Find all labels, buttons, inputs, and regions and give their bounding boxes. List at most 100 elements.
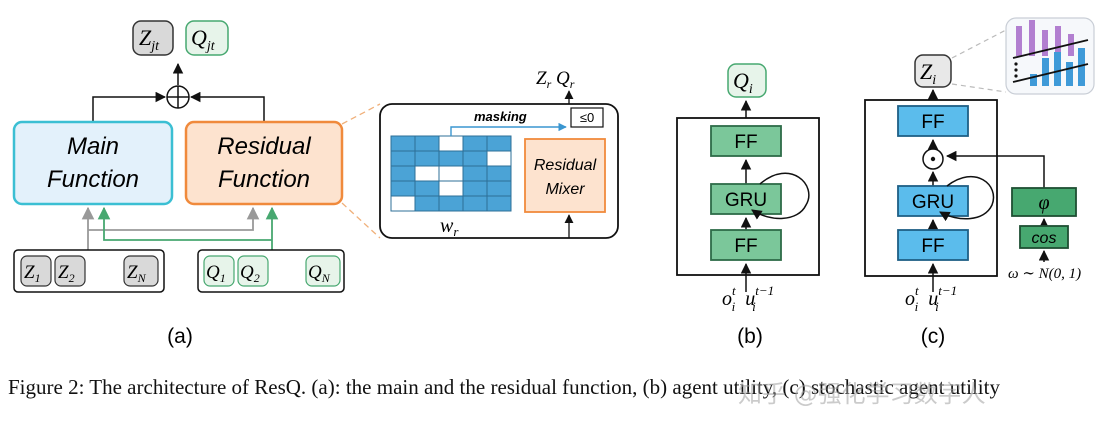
panel-a-label: (a): [167, 325, 193, 348]
watermark: 知乎 @强化学习数字人: [738, 380, 986, 408]
thumb-bar-blue: [1042, 58, 1049, 86]
figure-caption: Figure 2: The architecture of ResQ. (a):…: [8, 375, 1000, 399]
mask-cell: [414, 180, 440, 197]
mask-cell: [438, 180, 464, 197]
mask-cell: [438, 135, 464, 152]
ff-top-c: [897, 105, 969, 137]
mask-cell: [462, 135, 488, 152]
qjt-label: Qjt: [191, 25, 216, 54]
thumb-bar-purple: [1029, 20, 1035, 56]
thumb-bar-blue: [1054, 52, 1061, 86]
residual-mixer-line2: Mixer: [545, 181, 585, 198]
panel-c-label: (c): [921, 325, 946, 348]
thumb-bar-blue: [1066, 62, 1073, 86]
main-function-box: [12, 120, 174, 206]
mask-cell: [462, 150, 488, 167]
mask-cell: [486, 135, 512, 152]
wr-label: wr: [440, 215, 459, 239]
mask-cell: [462, 165, 488, 182]
residual-function-line2: Function: [218, 166, 310, 193]
thumb-bar-purple: [1055, 26, 1061, 56]
gru-c-recurrence: [939, 175, 995, 222]
zn-box: [123, 255, 159, 287]
thumb-bar-blue: [1078, 48, 1085, 86]
ff-bottom-c: [897, 229, 969, 261]
mask-cell: [438, 165, 464, 182]
masking-label: masking: [474, 109, 527, 124]
mask-cell: [390, 180, 416, 197]
svg-text:Q2: Q2: [240, 262, 260, 285]
residual-zoom-panel: wr masking ≤0 Residual Mixer Zr Qr: [379, 68, 619, 239]
architecture-figure: Zjt Qjt Main Function Residual Function …: [12, 17, 1095, 348]
residual-mixer-line1: Residual: [534, 157, 597, 174]
zi-box: [914, 54, 952, 88]
svg-text:ZN: ZN: [127, 262, 147, 285]
ff-bottom-c-label: FF: [921, 236, 944, 257]
odot-icon: [922, 148, 944, 170]
svg-text:Z2: Z2: [58, 262, 75, 285]
mask-cell: [486, 180, 512, 197]
qn-box: [305, 255, 341, 287]
mask-cell: [462, 195, 488, 212]
main-function-line1: Main: [67, 133, 119, 160]
cos-box: [1019, 225, 1069, 249]
residual-function-box: [184, 120, 344, 206]
svg-text:Z1: Z1: [24, 262, 41, 285]
panel-b-label: (b): [737, 325, 763, 348]
mask-cell: [414, 135, 440, 152]
mask-cell: [486, 195, 512, 212]
gru-b: [710, 183, 782, 215]
ff-top-c-label: FF: [921, 112, 944, 133]
phi-box: [1011, 187, 1077, 217]
ff-bottom-b-label: FF: [734, 236, 757, 257]
leq-zero-label: ≤0: [580, 110, 594, 125]
gru-c: [897, 185, 969, 217]
q1-box: [203, 255, 235, 287]
mask-cell: [390, 150, 416, 167]
distribution-thumbnail-icon: [1005, 17, 1095, 95]
qjt-box: [185, 20, 229, 56]
svg-text:Q1: Q1: [206, 262, 226, 285]
ff-bottom-b: [710, 229, 782, 261]
mask-cell: [390, 135, 416, 152]
mask-cell: [438, 150, 464, 167]
zjt-box: [132, 20, 174, 56]
panel-c: Zi FF GRU FF φ: [864, 17, 1095, 348]
residual-function-line1: Residual: [217, 133, 311, 160]
mask-cell: [414, 150, 440, 167]
mask-cell: [486, 150, 512, 167]
z2-box: [54, 255, 86, 287]
main-function-line2: Function: [47, 166, 139, 193]
ff-top-b-label: FF: [734, 132, 757, 153]
cos-label: cos: [1032, 230, 1057, 247]
mask-cell: [486, 165, 512, 182]
zr-qr-label: Zr Qr: [536, 68, 575, 91]
residual-mixer-box: [524, 138, 606, 213]
omega-label: ω ∼ N(0, 1): [1008, 266, 1081, 282]
mask-cell: [390, 195, 416, 212]
zi-label: Zi: [920, 59, 936, 88]
qi-label: Qi: [733, 68, 753, 97]
mask-cell: [414, 195, 440, 212]
gru-b-label: GRU: [725, 190, 767, 211]
thumb-bar-blue: [1030, 74, 1037, 86]
leq-zero-box: [570, 107, 604, 128]
mask-cell: [462, 180, 488, 197]
gru-b-recurrence: [751, 172, 810, 220]
qi-box: [727, 63, 767, 98]
mask-cell: [438, 195, 464, 212]
wr-mask-grid: [390, 135, 512, 212]
thumb-bar-purple: [1016, 26, 1022, 56]
mask-cell: [390, 165, 416, 182]
z1-box: [20, 255, 52, 287]
phi-label: φ: [1038, 192, 1049, 214]
q2-box: [237, 255, 269, 287]
thumb-bar-purple: [1042, 30, 1048, 56]
zjt-label: Zjt: [139, 25, 160, 54]
panel-a: Zjt Qjt Main Function Residual Function …: [12, 20, 345, 348]
ff-top-b: [710, 125, 782, 157]
oplus-icon: [166, 85, 190, 109]
